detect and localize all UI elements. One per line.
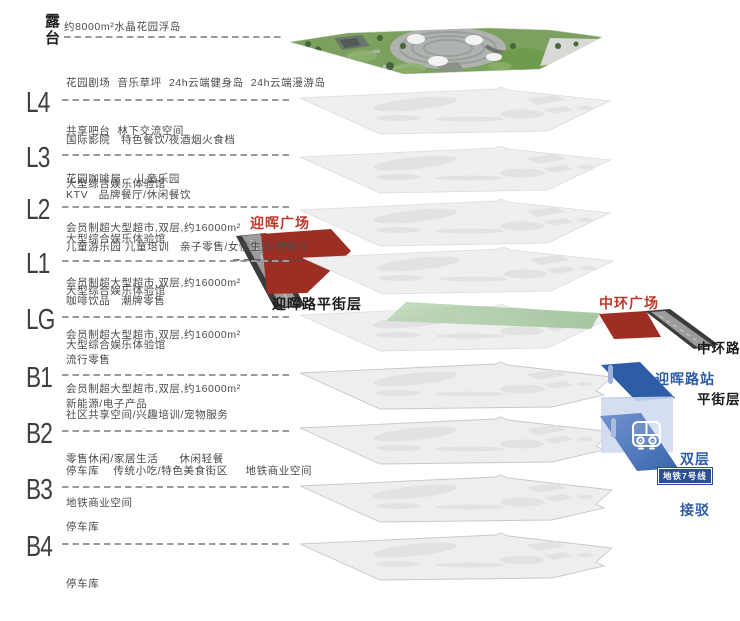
lg-line: 流行零售	[66, 353, 111, 366]
floor-plate-l2	[299, 198, 611, 247]
divider-l2	[62, 206, 290, 208]
divider-b1	[62, 374, 290, 376]
l4-line: 大型综合娱乐体验馆	[66, 177, 166, 190]
metro-station-box	[600, 362, 678, 471]
l3-line: 大型综合娱乐体验馆	[66, 232, 166, 245]
train-icon	[632, 421, 661, 450]
terrace-description: 花园剧场 音乐草坪 24h云端健身岛 24h云端漫游岛 共享吧台 林下交流空间 …	[66, 43, 326, 219]
divider-l1	[62, 260, 290, 262]
green-connector-strip	[386, 302, 600, 329]
l4-line: 国际影院 特色餐饮/夜酒烟火食档	[66, 133, 236, 146]
floor-plate-b1	[299, 361, 613, 410]
floor-plate-b3	[299, 474, 613, 523]
yinghui-plaza-label: 迎晖广场	[250, 215, 310, 231]
terrace-line: 花园剧场 音乐草坪 24h云端健身岛 24h云端漫游岛	[66, 77, 326, 89]
floor-plate-l4	[299, 86, 611, 135]
b4-line: 停车库	[66, 577, 100, 590]
l2-line: 儿童游乐园 儿童培训 亲子零售/女性生活/西餐厅	[66, 240, 310, 253]
b4-description: 停车库	[66, 547, 99, 621]
zhonghuan-plaza-label: 中环广场	[599, 295, 659, 311]
level-legend-column: 露台 约8000m²水晶花园浮岛 花园剧场 音乐草坪 24h云端健身岛 24h云…	[0, 0, 325, 621]
terrace-headline: 约8000m²水晶花园浮岛	[64, 21, 181, 33]
floor-plate-l3	[299, 145, 611, 194]
zhonghuan-plaza-shape	[599, 311, 661, 339]
b1-line: 零售休闲/家居生活 休闲轻餐	[66, 452, 224, 465]
zhonghuan-road	[645, 309, 719, 349]
terrace-line: 花园咖啡屋 儿童乐园	[66, 173, 180, 185]
zhonghuan-street-label: 中环路 平街层	[697, 306, 740, 442]
level-label-l3: L3	[26, 142, 50, 174]
zhonghuan-street-line1: 中环路	[697, 341, 740, 356]
station-label: 迎晖路站	[655, 371, 715, 387]
transfer-line2: 接驳	[680, 502, 710, 518]
level-label-b4: B4	[26, 531, 53, 563]
l1-description: 咖啡饮品 潮牌零售 大型综合娱乐体验馆 会员制超大型超市,双层,约16000m²	[66, 264, 241, 427]
station-platform	[600, 413, 678, 471]
lg-line: 新能源/电子产品	[66, 397, 148, 410]
yinghui-street-label: 迎晖路平街层	[272, 296, 362, 312]
level-label-l2: L2	[26, 194, 50, 226]
l4-description: 国际影院 特色餐饮/夜酒烟火食档 大型综合娱乐体验馆 会员制超大型超市,双层,约…	[66, 103, 241, 266]
divider-b4	[62, 543, 290, 545]
terrace-line: 共享吧台 林下交流空间	[66, 125, 185, 137]
l2-line: 大型综合娱乐体验馆	[66, 284, 166, 297]
l4-line: 会员制超大型超市,双层,约16000m²	[66, 222, 241, 235]
level-label-l4: L4	[26, 87, 50, 119]
floor-plate-b2	[299, 416, 613, 465]
level-label-terrace: 露台	[45, 13, 61, 47]
l1-line: 会员制超大型超市,双层,约16000m²	[66, 383, 241, 396]
zhonghuan-street-line2: 平街层	[697, 392, 740, 407]
level-label-l1: L1	[26, 248, 50, 280]
l3-line: 会员制超大型超市,双层,约16000m²	[66, 277, 241, 290]
level-label-b3: B3	[26, 474, 53, 506]
yinghui-plaza-shape	[261, 229, 351, 294]
l1-line: 咖啡饮品 潮牌零售	[66, 294, 166, 307]
rooftop-garden-render	[289, 27, 603, 75]
b1-line: 社区共享空间/兴趣培训/宠物服务	[66, 408, 229, 421]
transfer-label: 双层 接驳	[680, 417, 710, 553]
b1-line: 地铁商业空间	[66, 497, 133, 510]
floor-plate-b4	[299, 532, 613, 581]
l3-line: KTV 品牌餐厅/休闲餐饮	[66, 188, 192, 201]
divider-lg	[62, 316, 290, 318]
divider-l4	[62, 99, 290, 101]
floor-plate-l1	[302, 246, 614, 295]
transfer-line1: 双层	[680, 451, 710, 467]
b3-description: 停车库	[66, 490, 99, 564]
l2-line: 会员制超大型超市,双层,约16000m²	[66, 329, 241, 342]
lg-description: 流行零售 新能源/电子产品	[66, 323, 147, 441]
level-label-b1: B1	[26, 362, 53, 394]
l1-line: 大型综合娱乐体验馆	[66, 338, 166, 351]
divider-b3	[62, 486, 290, 488]
l3-description: KTV 品牌餐厅/休闲餐饮 大型综合娱乐体验馆 会员制超大型超市,双层,约160…	[66, 158, 241, 321]
divider-terrace	[64, 36, 284, 38]
l2-description: 儿童游乐园 儿童培训 亲子零售/女性生活/西餐厅 大型综合娱乐体验馆 会员制超大…	[66, 210, 309, 373]
level-label-b2: B2	[26, 418, 53, 450]
level-label-lg: LG	[26, 304, 55, 336]
divider-l3	[62, 154, 290, 156]
b3-line: 停车库	[66, 520, 100, 533]
b2-line: 停车库 传统小吃/特色美食街区 地铁商业空间	[66, 464, 313, 477]
b2-description: 停车库 传统小吃/特色美食街区 地铁商业空间	[66, 434, 312, 508]
divider-b2	[62, 430, 290, 432]
b1-description: 社区共享空间/兴趣培训/宠物服务 零售休闲/家居生活 休闲轻餐 地铁商业空间	[66, 378, 228, 541]
station-top-face	[601, 362, 675, 401]
metro-line-badge: 地铁7号线	[658, 468, 712, 484]
